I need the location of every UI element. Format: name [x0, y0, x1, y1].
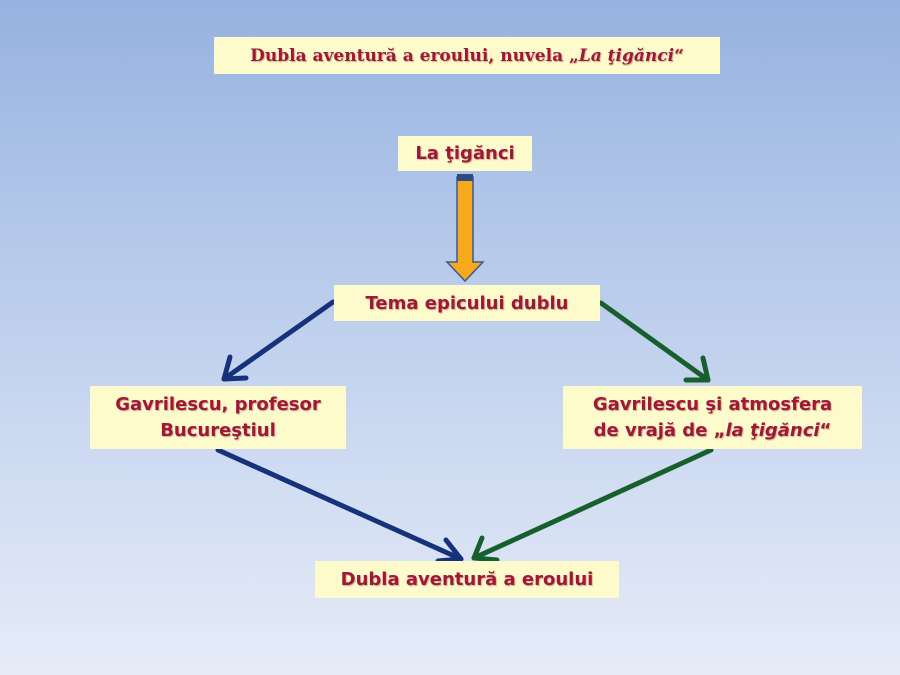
node-gavrilescu-profesor: Gavrilescu, profesor Bucureştiul [90, 386, 346, 449]
node-right-line2-prefix: de vrajă de „ [593, 419, 726, 441]
title-quote-open: „ [569, 45, 579, 66]
title-text: Dubla aventură a eroului, nuvela [250, 45, 570, 66]
node-la-tiganci: La ţigănci [398, 136, 532, 171]
arrow-left-to-final-head [435, 537, 464, 564]
arrow-tema-to-left-head [221, 354, 249, 382]
title-quote-close: “ [674, 45, 684, 66]
node-gavrilescu-atmosfera: Gavrilescu şi atmosfera de vrajă de „la … [563, 386, 862, 449]
arrow-right-to-final [471, 447, 714, 561]
arrow-left-to-final [215, 447, 464, 562]
arrow-tema-to-right [598, 300, 711, 383]
node-la-tiganci-label: La ţigănci [415, 143, 515, 164]
node-right-line1: Gavrilescu şi atmosfera [592, 394, 833, 416]
node-left-line2: Bucureştiul [160, 419, 276, 441]
arrow-right-to-final-head [471, 535, 500, 563]
node-right-line2-italic: la ţigănci [725, 419, 820, 441]
arrow-tema-to-left [221, 299, 336, 382]
node-right-line2-suffix: “ [819, 419, 832, 441]
arrow-tema-to-right-head [683, 355, 711, 383]
node-left-line1: Gavrilescu, profesor [115, 394, 321, 416]
title-italic: La ţigănci [578, 45, 675, 66]
node-final-label: Dubla aventură a eroului [340, 569, 594, 590]
orange-down-arrow [445, 176, 485, 283]
node-dubla-aventura: Dubla aventură a eroului [315, 561, 619, 598]
node-tema-epicului-dublu: Tema epicului dublu [334, 285, 600, 321]
node-tema-label: Tema epicului dublu [365, 292, 569, 314]
orange-arrow-cap [457, 174, 473, 181]
diagram-title: Dubla aventură a eroului, nuvela „La ţig… [214, 37, 720, 74]
